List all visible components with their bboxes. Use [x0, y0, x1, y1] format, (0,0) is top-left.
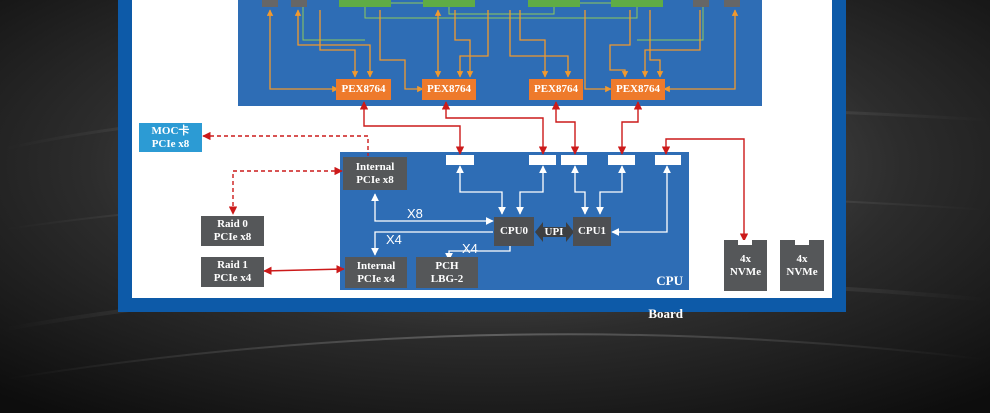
nvme-2-sub: NVMe [786, 265, 818, 278]
nvme-module-1: 4x NVMe [724, 240, 767, 291]
link-label-x8: X8 [407, 206, 423, 221]
internal-x8-title: Internal [355, 160, 395, 173]
raid1-title: Raid 1 [217, 259, 248, 272]
orange-links [266, 9, 739, 93]
nvme-module-2: 4x NVMe [780, 240, 824, 291]
internal-x8-box: Internal PCIe x8 [343, 157, 407, 190]
raid1-sub: PCIe x4 [213, 272, 252, 284]
pch-sub: LBG-2 [430, 272, 464, 285]
nvme-1-notch [738, 240, 752, 245]
pch-box: PCH LBG-2 [416, 257, 478, 288]
raid0-sub: PCIe x8 [213, 231, 252, 243]
pex-switch-2: PEX8764 [422, 79, 476, 100]
nvme-2-notch [795, 240, 809, 245]
pex-switch-3: PEX8764 [529, 79, 583, 100]
red-dashed-links [202, 131, 369, 215]
moc-card: MOC卡 PCIe x8 [139, 123, 202, 152]
switch-board [238, 0, 762, 106]
raid0-box: Raid 0 PCIe x8 [201, 216, 264, 246]
internal-x4-title: Internal [356, 259, 396, 272]
pch-title: PCH [435, 259, 459, 272]
raid0-title: Raid 0 [217, 218, 248, 231]
internal-x4-box: Internal PCIe x4 [345, 257, 407, 288]
moc-sub: PCIe x8 [151, 137, 190, 150]
internal-x4-sub: PCIe x4 [357, 272, 395, 285]
red-links [263, 101, 749, 276]
green-modules [339, 0, 663, 7]
nvme-2-title: 4x [796, 252, 808, 265]
cpu-board-caption: CPU Board [630, 257, 683, 338]
slot-icons [262, 0, 740, 7]
nvme-1-sub: NVMe [729, 265, 762, 278]
link-label-x4: X4 [386, 232, 402, 247]
cpu0: CPU0 [494, 217, 534, 246]
pex-switch-4: PEX8764 [611, 79, 665, 100]
moc-title: MOC卡 [151, 124, 190, 137]
link-label-x4-pch: X4 [462, 241, 478, 256]
cpu-board-line1: CPU [656, 273, 683, 289]
pex-switch-1: PEX8764 [336, 79, 391, 100]
cpu1: CPU1 [573, 217, 611, 246]
nvme-1-title: 4x [740, 252, 751, 265]
upi-label: UPI [544, 225, 564, 238]
upi-arrow [535, 222, 574, 242]
internal-x8-sub: PCIe x8 [356, 173, 394, 186]
cpu-board-line2: Board [648, 305, 683, 321]
white-links [371, 165, 671, 261]
raid1-box: Raid 1 PCIe x4 [201, 257, 264, 287]
